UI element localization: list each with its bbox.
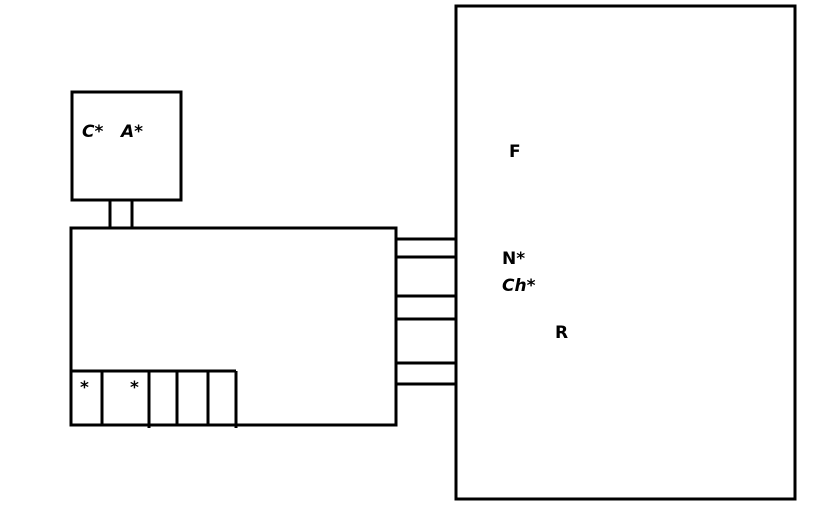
label-f: F	[509, 142, 521, 162]
label-ch: Ch*	[502, 276, 536, 296]
top-box-connector	[108, 198, 134, 230]
label-a: A*	[119, 122, 143, 142]
connector-2	[397, 294, 456, 321]
label-n: N*	[502, 249, 525, 269]
bottom-cells	[71, 369, 238, 428]
top-box	[70, 90, 183, 202]
right-box	[454, 4, 797, 501]
main-box	[69, 226, 398, 427]
label-c: C*	[82, 122, 103, 142]
cell-2-label: *	[130, 378, 139, 398]
connector-3	[397, 361, 456, 386]
label-r: R	[555, 323, 568, 343]
cell-1-label: *	[80, 378, 89, 398]
connector-1	[397, 237, 456, 259]
